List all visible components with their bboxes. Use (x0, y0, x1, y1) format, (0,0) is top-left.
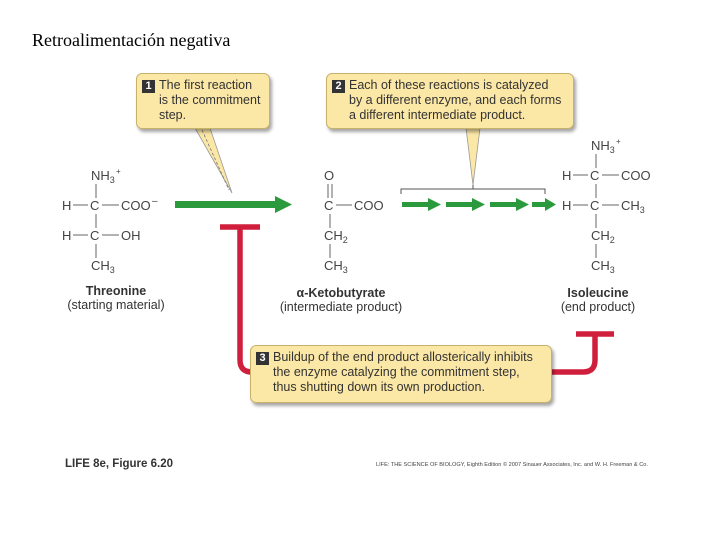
isoleucine-name: Isoleucine (567, 286, 629, 300)
isoleucine-h1: H (562, 168, 571, 183)
slide-title: Retroalimentación negativa (32, 30, 231, 50)
callout-2-number: 2 (332, 80, 345, 93)
step-arrow-1-head (428, 198, 441, 211)
threonine-role: (starting material) (67, 298, 165, 312)
step-arrow-2-shaft (446, 202, 472, 207)
threonine-ch3: CH3 (91, 258, 115, 275)
isoleucine-coo: COO (621, 168, 651, 183)
threonine-oh: OH (121, 228, 141, 243)
threonine-nh3: NH3 (91, 168, 115, 185)
svg-text:+: + (116, 167, 121, 176)
callout-1-number: 1 (142, 80, 155, 93)
callout-3-number: 3 (256, 352, 269, 365)
step-arrow-3-head (516, 198, 529, 211)
svg-text:+: + (616, 137, 621, 146)
callout-1-pointer (194, 127, 233, 194)
svg-text:–: – (152, 196, 158, 207)
step-arrow-3-shaft (490, 202, 516, 207)
ketobutyrate-o: O (324, 168, 334, 183)
isoleucine-ch3b: CH3 (591, 258, 615, 275)
threonine-h1: H (62, 198, 71, 213)
callout-2-text: Each of these reactions is catalyzed by … (349, 78, 562, 122)
callout-feedback-inhibition: 3 Buildup of the end product allosterica… (250, 345, 552, 403)
step-arrow-2-head (472, 198, 485, 211)
ketobutyrate-ch2: CH2 (324, 228, 348, 245)
commitment-arrow-head (275, 196, 292, 213)
callout-1-text: The first reaction is the commitment ste… (159, 78, 261, 122)
commitment-arrow-shaft (175, 201, 275, 208)
isoleucine-ch3a: CH3 (621, 198, 645, 215)
callout-enzyme-steps: 2 Each of these reactions is catalyzed b… (326, 73, 574, 129)
callout-3-text: Buildup of the end product allostericall… (273, 350, 533, 394)
ketobutyrate-role: (intermediate product) (279, 300, 403, 314)
isoleucine-caption: Isoleucine (end product) (546, 286, 650, 314)
copyright-notice: LIFE: THE SCIENCE OF BIOLOGY, Eighth Edi… (376, 462, 648, 468)
reaction-arrows (175, 196, 556, 213)
isoleucine-structure: NH3 + H C COO H C CH3 CH2 CH3 (562, 137, 651, 275)
callout-commitment-step: 1 The first reaction is the commitment s… (136, 73, 270, 129)
threonine-c1: C (90, 198, 99, 213)
callout-1-pointer-dash (201, 129, 230, 191)
figure-reference: LIFE 8e, Figure 6.20 (65, 458, 174, 470)
multistep-bracket (400, 185, 546, 194)
ketobutyrate-coo: COO (354, 198, 384, 213)
threonine-structure: NH3 + H C COO – H C OH CH3 (62, 167, 158, 275)
ketobutyrate-structure: O C COO CH2 CH3 (324, 168, 384, 275)
isoleucine-c1: C (590, 168, 599, 183)
ketobutyrate-caption: α-Ketobutyrate (intermediate product) (266, 286, 416, 314)
threonine-c2: C (90, 228, 99, 243)
isoleucine-ch2: CH2 (591, 228, 615, 245)
ketobutyrate-ch3: CH3 (324, 258, 348, 275)
step-arrow-4-head (545, 198, 556, 211)
step-arrow-4-shaft (532, 202, 545, 207)
isoleucine-c2: C (590, 198, 599, 213)
isoleucine-nh3: NH3 (591, 138, 615, 155)
threonine-name: Threonine (85, 284, 147, 298)
step-arrow-1-shaft (402, 202, 428, 207)
isoleucine-h2: H (562, 198, 571, 213)
isoleucine-role: (end product) (560, 300, 636, 314)
ketobutyrate-c1: C (324, 198, 333, 213)
threonine-h2: H (62, 228, 71, 243)
callout-2-pointer (465, 127, 481, 186)
threonine-caption: Threonine (starting material) (55, 284, 177, 312)
threonine-coo: COO (121, 198, 151, 213)
ketobutyrate-name: α-Ketobutyrate (296, 286, 386, 300)
